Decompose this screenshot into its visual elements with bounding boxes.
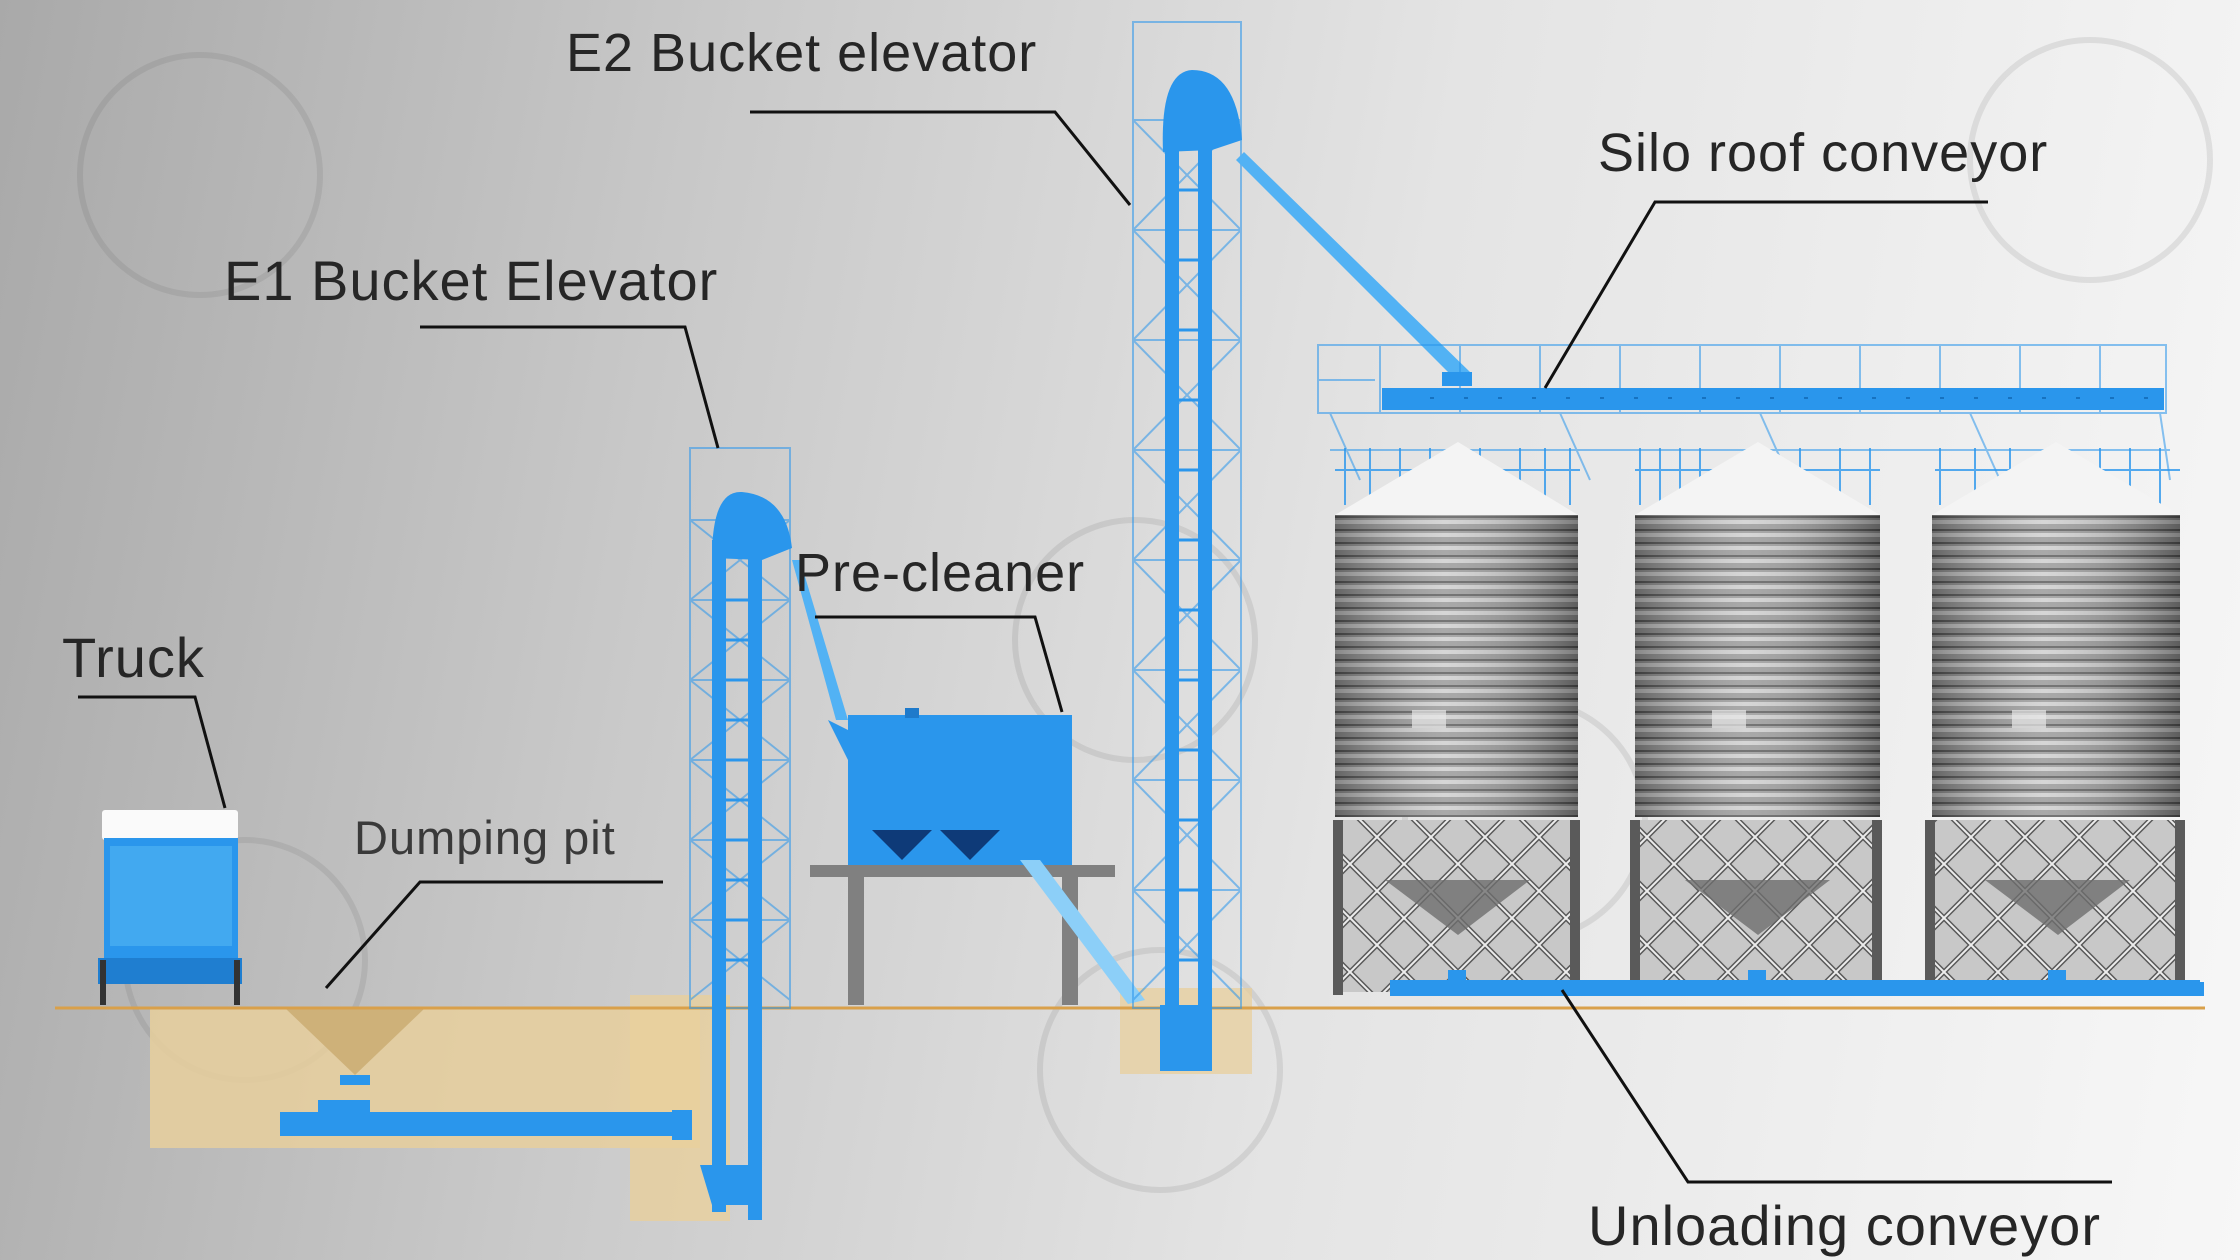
label-e1-bucket-elevator: E1 Bucket Elevator <box>224 249 719 312</box>
silo-2 <box>1630 442 1882 995</box>
silo-3 <box>1925 442 2185 995</box>
label-pre-cleaner: Pre-cleaner <box>795 543 1086 603</box>
pre-cleaner <box>810 708 1145 1005</box>
silo-1 <box>1333 442 1580 995</box>
e1-bucket-elevator <box>689 447 848 1220</box>
leader-precleaner <box>815 615 1064 713</box>
silo-roof-conveyor <box>1317 344 2171 481</box>
e2-bucket-elevator <box>1132 21 1470 1071</box>
leader-dumping-pit <box>324 880 663 989</box>
silos <box>1333 442 2185 995</box>
label-truck: Truck <box>62 626 205 689</box>
leader-e2 <box>750 110 1132 206</box>
dumping-pit <box>150 988 1252 1221</box>
label-e2-bucket-elevator: E2 Bucket elevator <box>566 23 1038 83</box>
label-silo-roof-conveyor: Silo roof conveyor <box>1598 123 2049 183</box>
label-dumping-pit: Dumping pit <box>354 811 616 864</box>
leader-lines <box>78 110 2112 1184</box>
leader-unloading <box>1560 989 2112 1184</box>
truck-icon <box>98 810 242 1005</box>
unloading-conveyor <box>1390 980 2204 996</box>
label-unloading-conveyor: Unloading conveyor <box>1588 1194 2101 1257</box>
leader-silo-roof <box>1543 200 1988 389</box>
leader-e1 <box>420 325 720 449</box>
leader-truck <box>78 695 227 809</box>
